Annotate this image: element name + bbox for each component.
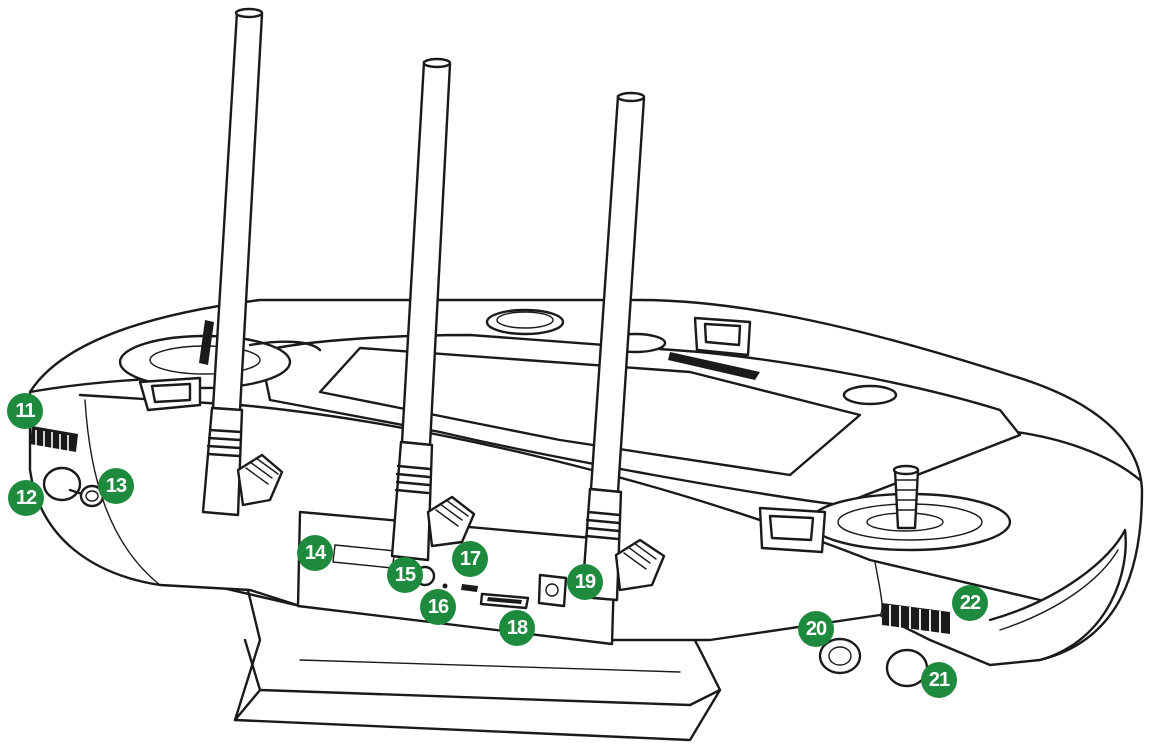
callout-20: 20 — [798, 611, 834, 647]
right-stick-well — [808, 464, 1012, 552]
callout-17: 17 — [452, 541, 488, 577]
right-side-buttons — [818, 637, 929, 688]
callout-18: 18 — [499, 610, 535, 646]
port-panel — [296, 510, 617, 646]
callout-13: 13 — [98, 468, 134, 504]
handle-brackets — [138, 316, 827, 554]
callout-12: 12 — [8, 480, 44, 516]
callout-14: 14 — [297, 535, 333, 571]
callout-16: 16 — [420, 589, 456, 625]
callout-21: 21 — [921, 662, 957, 698]
right-dial — [882, 603, 950, 634]
callout-19: 19 — [567, 564, 603, 600]
callout-11: 11 — [7, 393, 43, 429]
antenna-left — [199, 7, 284, 517]
antenna-middle — [390, 57, 476, 562]
callout-22: 22 — [952, 585, 988, 621]
left-dial — [30, 426, 78, 452]
callout-15: 15 — [387, 557, 423, 593]
